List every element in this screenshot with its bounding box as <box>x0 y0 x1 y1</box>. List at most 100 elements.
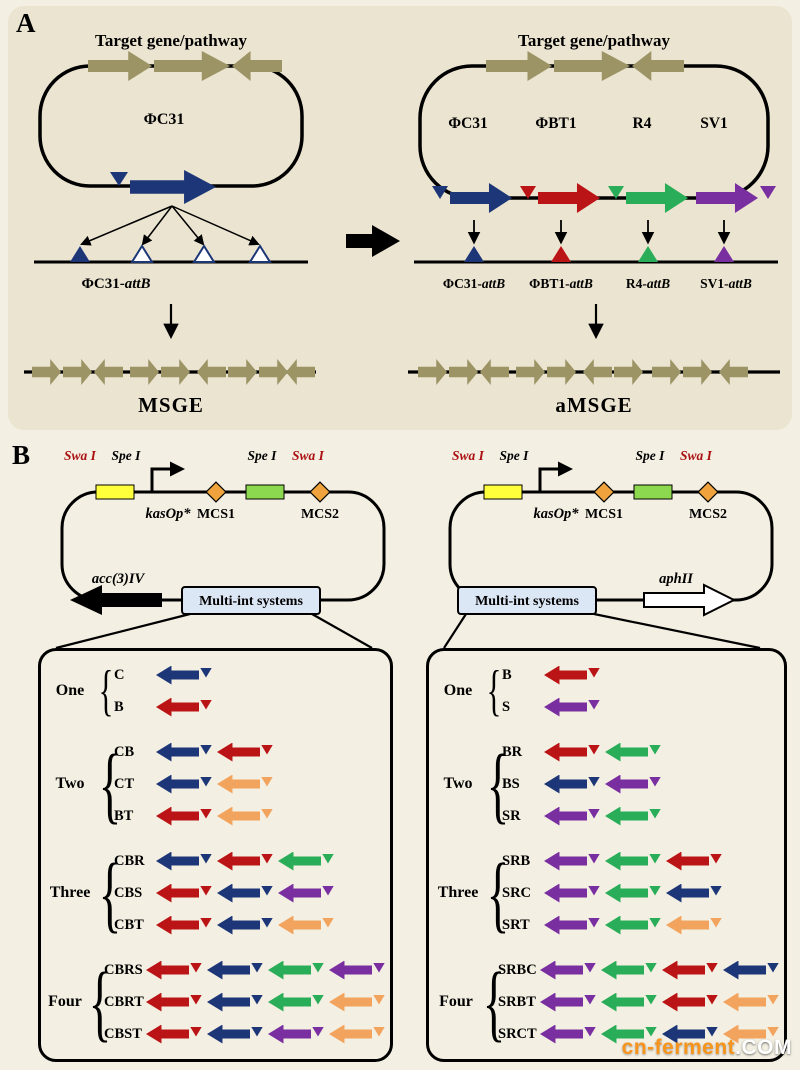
right-gene-cluster <box>486 51 684 81</box>
gene-triangle-orange <box>710 917 722 928</box>
promoter-label-left: kasOp* <box>145 506 191 522</box>
gene-glyph-navy <box>662 1024 718 1044</box>
combo-row-BT: BT <box>114 800 278 832</box>
gene-glyph-navy <box>207 1024 263 1044</box>
gene-triangle-green <box>649 744 661 755</box>
gene-glyph-orange <box>723 1024 779 1044</box>
gene-triangle-purple <box>588 853 600 864</box>
gene-glyph-red <box>146 960 202 980</box>
right-integrase-label-r4: R4 <box>633 115 652 132</box>
gene-triangle-red <box>200 699 212 710</box>
gene-triangle-green <box>649 808 661 819</box>
gene-arrow-green <box>605 915 648 935</box>
gene-glyph-purple <box>544 851 600 871</box>
brace: { <box>486 845 510 941</box>
gene-glyph-navy <box>156 742 212 762</box>
gene-glyph-red <box>146 1024 202 1044</box>
arrow-sequence <box>544 806 666 826</box>
gene-arrow-red <box>662 992 705 1012</box>
gene-arrow-orange <box>217 774 260 794</box>
combo-row-SRB: SRB <box>502 845 727 877</box>
combo-label: SRBT <box>498 993 536 1010</box>
gene-triangle-red <box>588 667 600 678</box>
brace: { <box>88 954 112 1050</box>
gene-triangle-green <box>649 917 661 928</box>
gene-arrow-purple <box>544 806 587 826</box>
group-label: Two <box>443 775 473 792</box>
left-attb-label: ΦC31-attB <box>81 276 150 292</box>
arrow-sequence <box>146 960 390 980</box>
gene-glyph-navy <box>723 960 779 980</box>
combo-row-S: S <box>502 691 605 723</box>
spe1-site-left: Spe I <box>112 448 142 463</box>
gene-arrow-purple <box>605 774 648 794</box>
multi-int-box-right <box>457 586 597 615</box>
connector-left-b <box>311 613 373 649</box>
spe1-site-right2: Spe I <box>636 448 666 463</box>
amsge-label: aMSGE <box>555 393 632 417</box>
gene-arrow-navy <box>723 960 766 980</box>
gene-triangle-red <box>710 853 722 864</box>
gene-arrow-purple <box>278 883 321 903</box>
gene-triangle-purple <box>588 917 600 928</box>
panel-b-plasmids: Swa I Spe I Spe I Swa I kasOp* MCS1 MCS2… <box>55 448 774 650</box>
gene-arrow-green <box>605 883 648 903</box>
gene-glyph-green <box>601 1024 657 1044</box>
green-marker-right <box>633 484 673 500</box>
connector-right-a <box>443 613 467 649</box>
combo-label: C <box>114 666 125 683</box>
mcs2-label-left: MCS2 <box>301 507 339 522</box>
gene-arrow-orange <box>278 915 321 935</box>
swa1-site-right2: Swa I <box>680 448 713 463</box>
left-plasmid-title: Target gene/pathway <box>95 31 247 50</box>
gene-triangle-orange <box>261 776 273 787</box>
gene-arrow-green <box>601 960 644 980</box>
gene-glyph-green <box>605 915 661 935</box>
combo-row-C: C <box>114 659 217 691</box>
combo-row-CBS: CBS <box>114 877 339 909</box>
swa1-site-left: Swa I <box>64 448 97 463</box>
watermark-suffix: .COM <box>735 1036 792 1059</box>
combo-row-CT: CT <box>114 768 278 800</box>
gene-glyph-green <box>601 960 657 980</box>
combo-row-CBRS: CBRS <box>104 954 390 986</box>
connector-right-b <box>593 612 761 650</box>
panel-a: A Target gene/pathway ΦC31 <box>8 6 792 430</box>
gene-triangle-orange <box>373 1026 385 1037</box>
gene-triangle-red <box>190 1026 202 1037</box>
gene-arrow-red <box>156 883 199 903</box>
msge-label: MSGE <box>138 393 204 417</box>
watermark-prefix: cn-ferment <box>621 1036 736 1059</box>
brace: { <box>482 954 506 1050</box>
gene-triangle-navy <box>767 962 779 973</box>
gene-triangle-navy <box>588 776 600 787</box>
gene-arrow-orange <box>329 1024 372 1044</box>
gene-triangle-navy <box>261 917 273 928</box>
gene-triangle-navy <box>710 885 722 896</box>
combo-row-BS: BS <box>502 768 666 800</box>
arrow-sequence <box>544 742 666 762</box>
gene-triangle-navy <box>251 962 263 973</box>
right-integrase-label-sv1: SV1 <box>700 115 728 132</box>
transform-arrow <box>346 225 400 257</box>
right-down-arrows <box>467 220 731 245</box>
resistance-arrow-right <box>643 583 737 617</box>
arrow-sequence <box>540 960 784 980</box>
gene-arrow-purple <box>329 960 372 980</box>
multi-int-label-right: Multi-int systems <box>475 594 579 609</box>
gene-glyph-orange <box>666 915 722 935</box>
arrow-sequence <box>544 851 727 871</box>
right-integrase-label-c31: ΦC31 <box>448 115 488 132</box>
group-label: Three <box>437 884 479 901</box>
gene-triangle-navy <box>200 744 212 755</box>
gene-glyph-green <box>268 960 324 980</box>
gene-triangle-navy <box>200 667 212 678</box>
spe1-site-left2: Spe I <box>248 448 278 463</box>
combo-label: SRC <box>502 884 532 901</box>
panel-a-label: A <box>16 8 36 38</box>
